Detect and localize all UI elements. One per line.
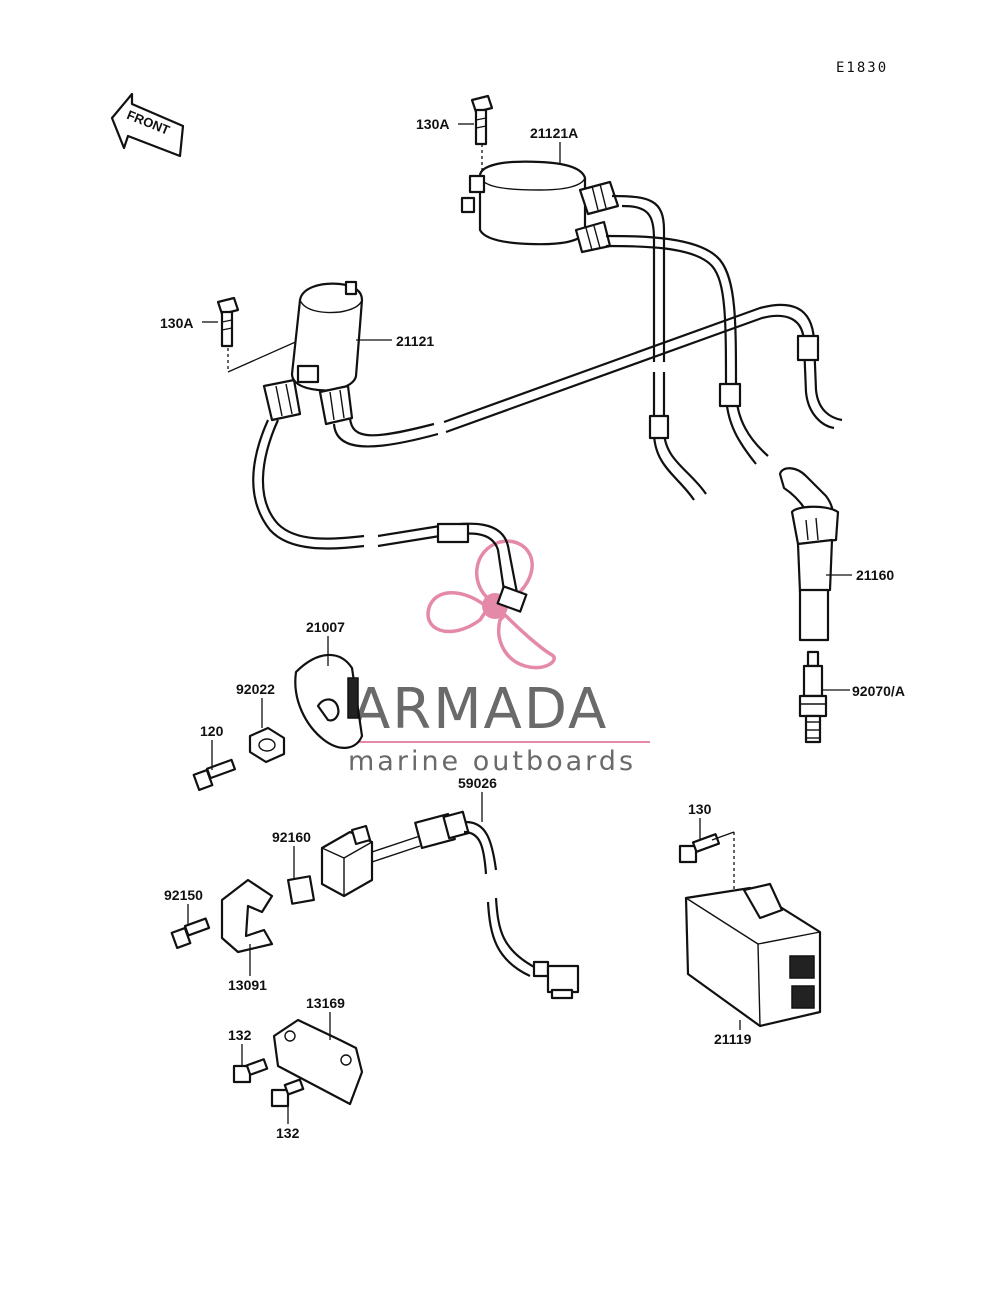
diagram-code: E1830	[836, 60, 888, 76]
label-92022: 92022	[236, 681, 275, 697]
label-92150: 92150	[164, 887, 203, 903]
watermark-brand: ARMADA	[352, 677, 608, 742]
label-132-a: 132	[228, 1027, 252, 1043]
label-120: 120	[200, 723, 224, 739]
part-labels: 130A 21121A 130A 21121 21160 92070/A 210…	[160, 116, 905, 1141]
watermark-tagline: marine outboards	[348, 746, 636, 777]
bolt-130	[678, 833, 721, 864]
label-130: 130	[688, 801, 712, 817]
screw-120	[192, 758, 237, 792]
screw-132-a	[232, 1058, 269, 1084]
spark-plug-cap-21160	[778, 467, 840, 642]
pickup-coil-59026	[320, 810, 580, 1000]
gasket-92160	[286, 875, 316, 905]
coil-terminal-caps	[574, 180, 620, 254]
bolt-130A-top	[470, 94, 494, 146]
label-13091: 13091	[228, 977, 267, 993]
igniter-unit-21119	[684, 882, 822, 1028]
spark-plug-92070A	[798, 650, 828, 744]
label-13169: 13169	[306, 995, 345, 1011]
propeller-logo-icon	[426, 539, 556, 670]
label-21121: 21121	[396, 333, 434, 349]
label-21121A: 21121A	[530, 125, 578, 141]
armada-watermark: ARMADA marine outboards	[348, 539, 650, 777]
screw-132-b	[270, 1078, 305, 1108]
label-21119: 21119	[714, 1031, 752, 1047]
nut-92022	[248, 726, 286, 764]
label-92160: 92160	[272, 829, 311, 845]
label-130A-left: 130A	[160, 315, 193, 331]
leader-lines	[187, 123, 852, 1124]
screw-92150	[170, 917, 211, 950]
front-arrow-icon: FRONT	[110, 92, 185, 158]
label-132-b: 132	[276, 1125, 300, 1141]
label-21160: 21160	[856, 567, 894, 583]
bolt-130A-left	[216, 296, 240, 348]
label-130A-top: 130A	[416, 116, 449, 132]
ignition-coil-21121	[216, 280, 364, 426]
bracket-13091	[220, 878, 274, 954]
label-21007: 21007	[306, 619, 345, 635]
pickup-plate-21007	[294, 653, 364, 749]
bracket-13169	[272, 1018, 364, 1106]
cable-sleeves	[436, 334, 820, 613]
ignition-coil-21121A	[460, 94, 620, 254]
label-59026: 59026	[458, 775, 497, 791]
label-92070A: 92070/A	[852, 683, 905, 699]
